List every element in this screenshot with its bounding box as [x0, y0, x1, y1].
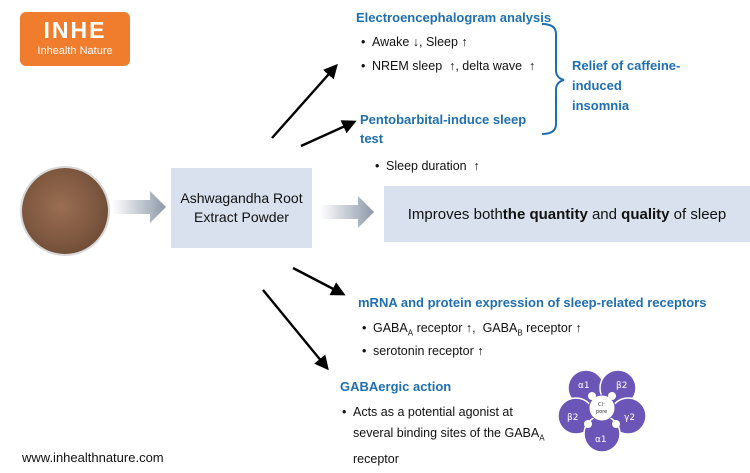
gaba-line2: several binding sites of the GABAA — [353, 423, 545, 449]
mrna-title: mRNA and protein expression of sleep-rel… — [358, 295, 707, 310]
pore-label-line2: pore — [596, 409, 607, 415]
pento-title-line2: test — [360, 131, 384, 146]
subunit-beta2-left-label: β2 — [567, 413, 578, 423]
powder-image — [22, 168, 108, 254]
mrna-bullet-2-text: serotonin receptor ↑ — [373, 344, 484, 358]
bullet: • — [342, 405, 347, 419]
eeg-bullet-2: • NREM sleep ↑, delta wave ↑ — [361, 58, 536, 74]
eeg-bullet-1-text: Awake ↓, Sleep ↑ — [372, 35, 468, 49]
logo-subtitle: Inhealth Nature — [37, 45, 113, 57]
mrna-bullet-1-suffix: receptor ↑ — [522, 321, 582, 335]
binding-site — [584, 420, 592, 428]
bullet: • — [362, 344, 367, 358]
subunit-beta2-right-label: β2 — [616, 381, 627, 391]
result-quality: quality — [621, 205, 670, 223]
logo-mark: INHE — [43, 17, 107, 43]
eeg-bullet-2-text: NREM sleep ↑, delta wave ↑ — [372, 59, 536, 73]
subunit-alpha1-top-label: α1 — [578, 381, 590, 391]
mrna-bullet-2: • serotonin receptor ↑ — [362, 343, 484, 359]
eeg-title: Electroencephalogram analysis — [356, 10, 552, 25]
mrna-bullet-1: • GABAA receptor ↑, GABAB receptor ↑ — [362, 320, 582, 342]
arrow-to-gaba — [262, 289, 329, 371]
relief-line3: insomnia — [572, 98, 630, 113]
gaba-line1: Acts as a potential agonist at — [353, 405, 513, 419]
chloride-pore — [588, 394, 616, 422]
pento-bullet-1-text: Sleep duration ↑ — [386, 159, 480, 173]
gaba-title: GABAergic action — [340, 379, 452, 394]
relief-line2: induced — [572, 78, 622, 93]
arrow-to-eeg — [271, 63, 338, 139]
result-middle: and — [587, 205, 622, 223]
gaba-a-label: GABA — [373, 321, 408, 335]
arrow-to-mrna — [292, 266, 346, 296]
result-quantity: the quantity — [502, 205, 588, 223]
gaba-line2-text: several binding sites of the GABA — [353, 426, 540, 440]
subscript-a: A — [539, 433, 545, 443]
subunit-gamma2-label: γ2 — [624, 413, 635, 423]
bullet: • — [361, 35, 366, 49]
result-prefix: Improves both — [407, 205, 503, 223]
gray-arrow-left — [112, 191, 166, 223]
binding-site — [588, 392, 596, 400]
bullet: • — [362, 321, 367, 335]
pento-title-line1: Pentobarbital-induce sleep — [360, 112, 527, 127]
result-box: Improves both the quantity and quality o… — [384, 186, 750, 242]
bullet: • — [375, 159, 380, 173]
pento-bullet-1: • Sleep duration ↑ — [375, 158, 480, 174]
relief-line1: Relief of caffeine- — [572, 58, 681, 73]
pore-label-line1: Cl⁻ — [598, 402, 606, 408]
mrna-bullet-1-mid: receptor ↑, GABA — [413, 321, 518, 335]
relief-label: Relief of caffeine- induced insomnia — [572, 56, 680, 116]
brand-logo: INHE Inhealth Nature — [20, 12, 130, 66]
arrow-to-pento — [300, 120, 357, 148]
pento-title: Pentobarbital-induce sleep test — [360, 110, 526, 148]
subscript-b: B — [517, 328, 523, 338]
bullet: • — [361, 59, 366, 73]
binding-site — [612, 420, 620, 428]
subunit-alpha1-bottom-label: α1 — [595, 435, 607, 445]
extract-line2: Extract Powder — [194, 209, 289, 225]
gaba-bullet-1: • Acts as a potential agonist at several… — [342, 402, 545, 470]
website-url: www.inhealthnature.com — [22, 450, 164, 465]
bracket — [541, 23, 565, 135]
eeg-bullet-1: • Awake ↓, Sleep ↑ — [361, 34, 468, 50]
extract-box: Ashwagandha Root Extract Powder — [171, 168, 312, 248]
gaba-line3: receptor — [353, 451, 399, 466]
subscript-a: A — [407, 328, 414, 338]
extract-line1: Ashwagandha Root — [180, 190, 303, 206]
result-suffix: of sleep — [669, 205, 727, 223]
binding-site — [608, 392, 616, 400]
gray-arrow-right — [320, 196, 374, 228]
gaba-a-receptor-diagram: α1 β2 β2 γ2 α1 Cl⁻ pore — [558, 369, 647, 453]
